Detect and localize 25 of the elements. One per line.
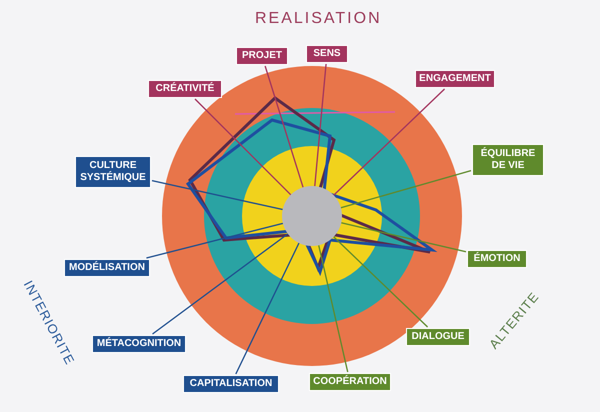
leader-line [146,222,284,259]
leader-line [264,66,304,188]
leader-line [314,64,327,186]
category-label: ÉQUILIBRE DE VIE [472,144,544,176]
leader-line [152,180,283,210]
leader-line [152,233,288,335]
leader-line [340,170,472,208]
category-label: MODÉLISATION [64,259,150,277]
category-label: COOPÉRATION [309,373,391,391]
leader-line [235,242,300,374]
category-label: ÉMOTION [467,250,527,268]
leader-line [318,245,348,372]
axis-title: REALISATION [255,10,382,28]
category-label: CRÉATIVITÉ [148,80,222,98]
category-label: DIALOGUE [406,328,470,346]
category-label: PROJET [236,47,288,65]
leader-line [333,88,446,196]
category-label: CAPITALISATION [183,375,279,393]
category-label: SENS [306,45,348,63]
category-label: CULTURE SYSTÉMIQUE [75,156,151,188]
category-label: ENGAGEMENT [415,70,495,88]
leader-line [194,98,292,196]
category-label: MÉTACOGNITION [92,335,186,353]
leader-line [333,236,428,328]
leader-line [341,222,466,252]
